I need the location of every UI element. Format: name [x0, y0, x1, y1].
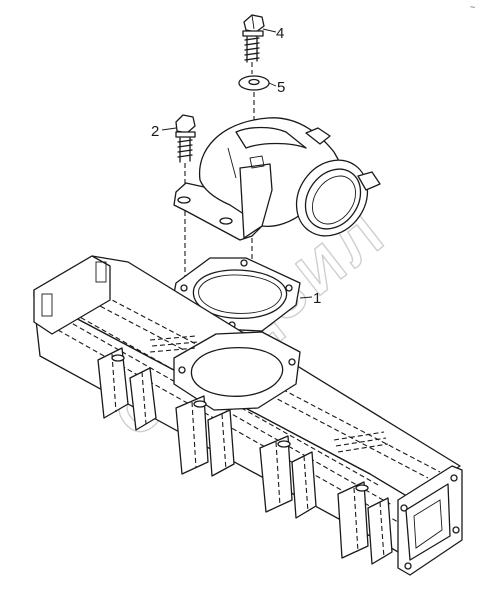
callout-labels: 4 5 2 1 [151, 25, 321, 307]
exhaust-manifold [33, 255, 463, 576]
callout-2: 2 [151, 123, 159, 140]
washer-part-5 [238, 75, 277, 91]
bolt-part-4 [242, 14, 277, 63]
callout-5: 5 [277, 79, 285, 96]
corner-mark: ~ [470, 2, 475, 12]
callout-4: 4 [276, 25, 284, 42]
callout-1: 1 [313, 290, 321, 307]
bolt-part-2 [161, 114, 196, 163]
manifold-ports [97, 347, 393, 565]
elbow-outlet-housing [173, 117, 381, 241]
